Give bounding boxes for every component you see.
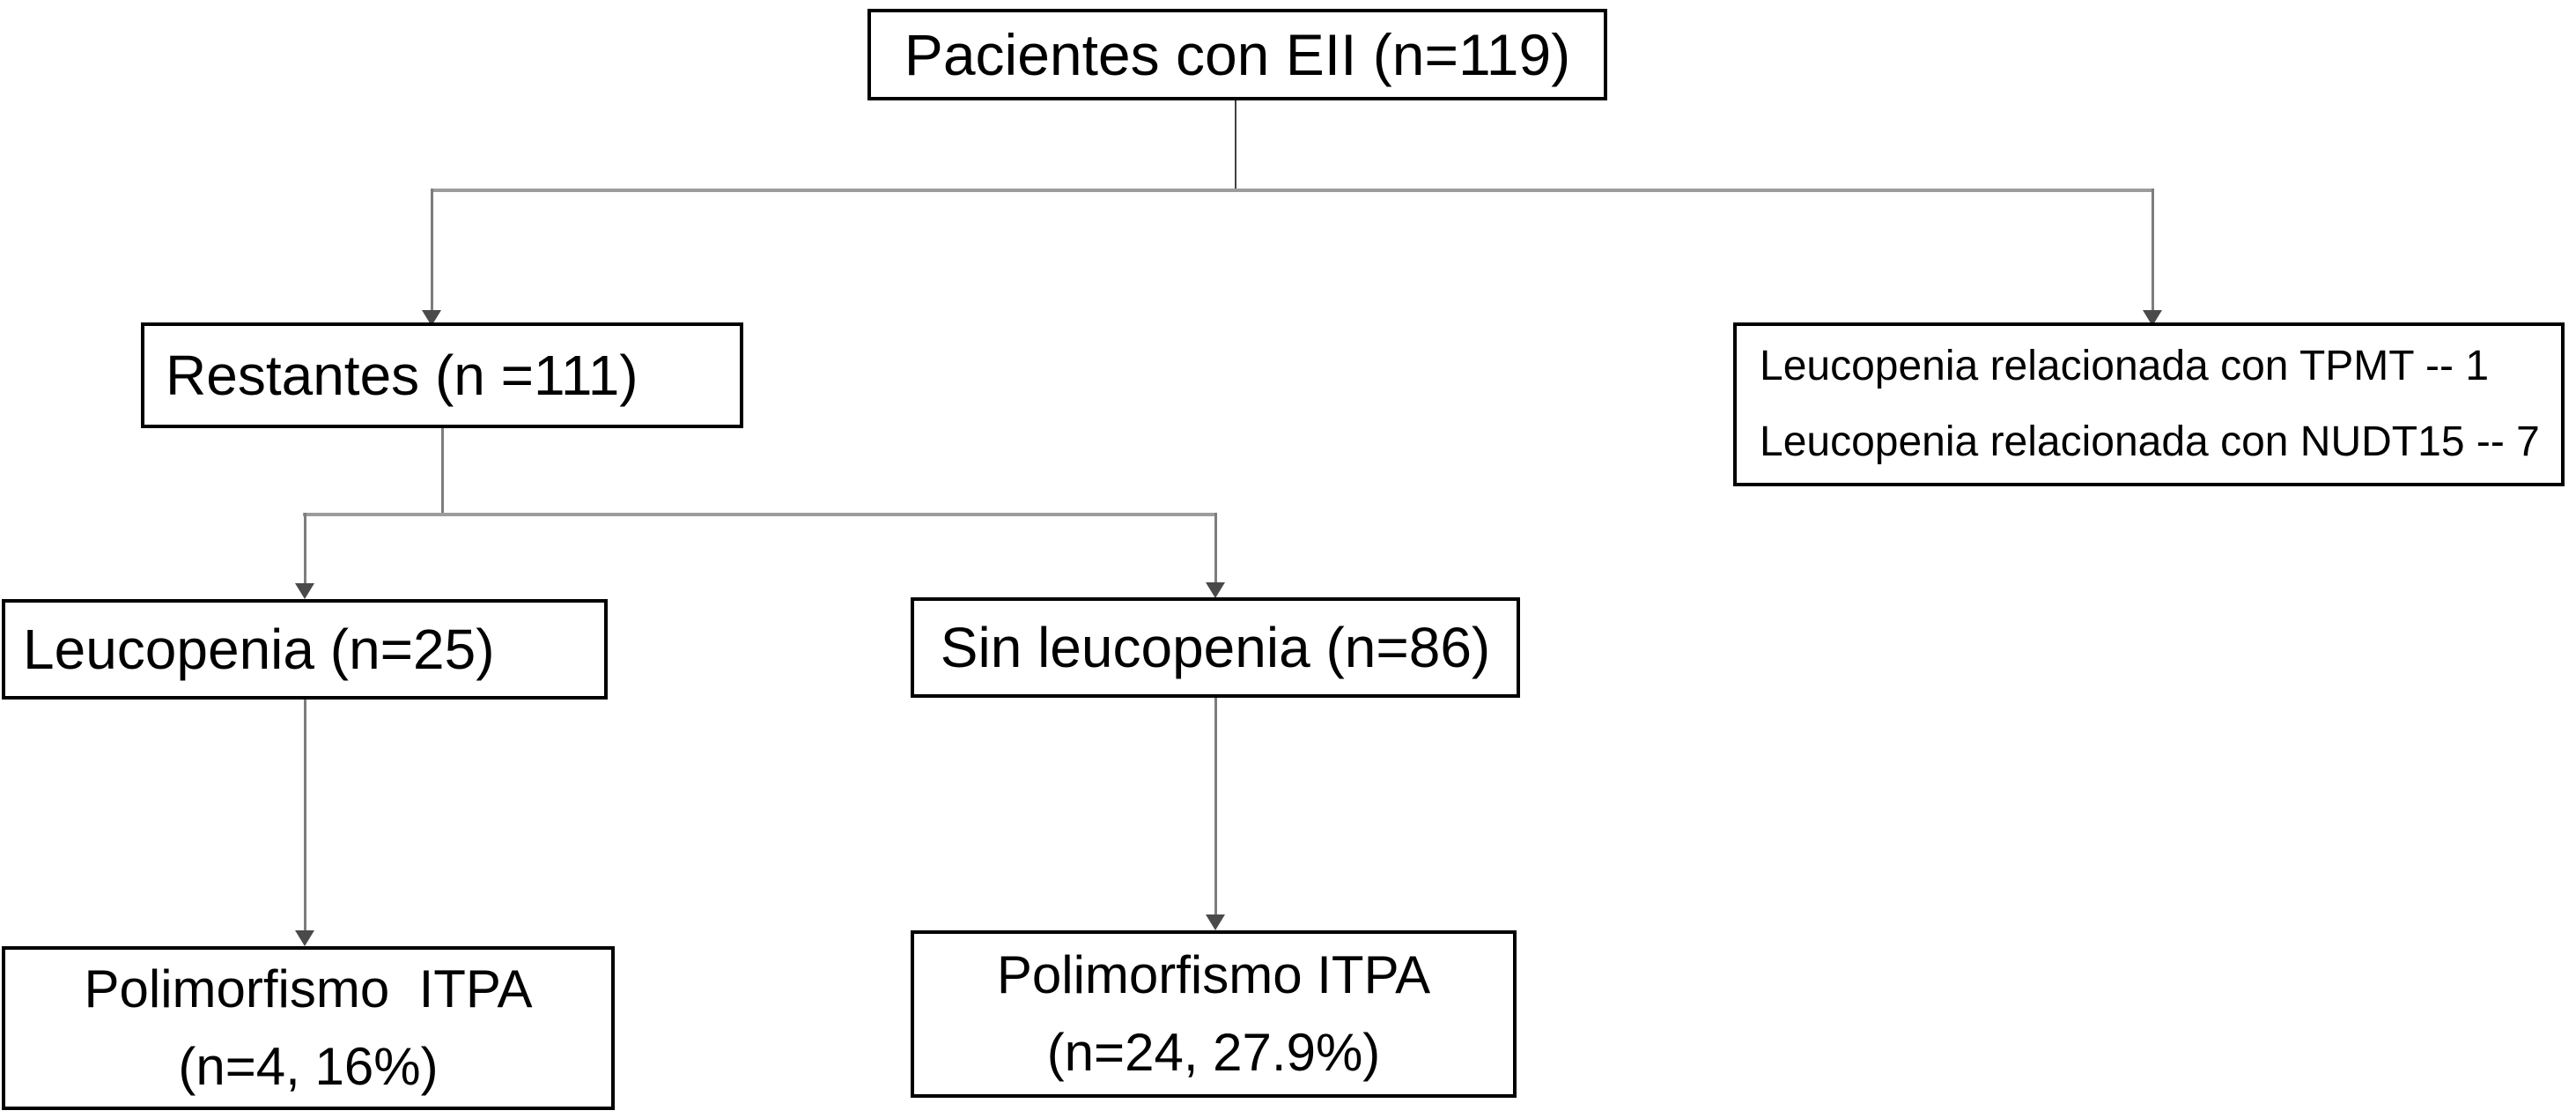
arrowhead-leucopenia-icon (295, 583, 314, 599)
node-leucopenia-relacionada: Leucopenia relacionada con TPMT -- 1 Leu… (1733, 322, 2565, 486)
connector-split-2 (303, 513, 1217, 516)
connector-split-1 (432, 189, 2154, 192)
node-leucopenia-relacionada-tpmt: Leucopenia relacionada con TPMT -- 1 (1760, 343, 2490, 389)
arrowhead-sin-leucopenia-icon (1206, 582, 1225, 598)
node-polimorfismo-itpa-leucopenia: Polimorfismo ITPA (n=4, 16%) (2, 946, 615, 1110)
connector-drop-leucopenia (304, 513, 306, 583)
connector-drop-itpa-leucopenia (304, 700, 306, 930)
connector-restantes-stem (441, 428, 444, 515)
connector-drop-itpa-sin-leucopenia (1214, 698, 1217, 914)
connector-drop-sin-leucopenia (1214, 513, 1217, 583)
node-restantes: Restantes (n =111) (141, 322, 743, 428)
node-sin-leucopenia-label: Sin leucopenia (n=86) (940, 616, 1491, 679)
node-polimorfismo-itpa-sin-leucopenia-line2: (n=24, 27.9%) (1046, 1023, 1381, 1082)
node-leucopenia: Leucopenia (n=25) (2, 599, 608, 700)
node-polimorfismo-itpa-leucopenia-line1: Polimorfismo ITPA (84, 959, 533, 1018)
node-polimorfismo-itpa-sin-leucopenia-line1: Polimorfismo ITPA (996, 945, 1431, 1004)
node-pacientes-eii-label: Pacientes con EII (n=119) (904, 22, 1571, 87)
arrowhead-itpa-leucopenia-icon (295, 930, 314, 946)
node-sin-leucopenia: Sin leucopenia (n=86) (911, 597, 1520, 698)
node-leucopenia-label: Leucopenia (n=25) (23, 618, 495, 681)
arrowhead-restantes-icon (422, 310, 441, 326)
arrowhead-itpa-sin-leucopenia-icon (1206, 914, 1225, 930)
arrowhead-related-icon (2143, 310, 2162, 326)
node-leucopenia-relacionada-nudt15: Leucopenia relacionada con NUDT15 -- 7 (1760, 418, 2540, 465)
node-polimorfismo-itpa-leucopenia-line2: (n=4, 16%) (178, 1037, 439, 1096)
connector-root-stem (1235, 100, 1236, 190)
node-polimorfismo-itpa-sin-leucopenia: Polimorfismo ITPA (n=24, 27.9%) (911, 930, 1517, 1098)
connector-drop-restantes (431, 189, 433, 310)
node-restantes-label: Restantes (n =111) (166, 344, 638, 407)
node-pacientes-eii: Pacientes con EII (n=119) (867, 9, 1607, 100)
connector-drop-related (2152, 189, 2154, 310)
